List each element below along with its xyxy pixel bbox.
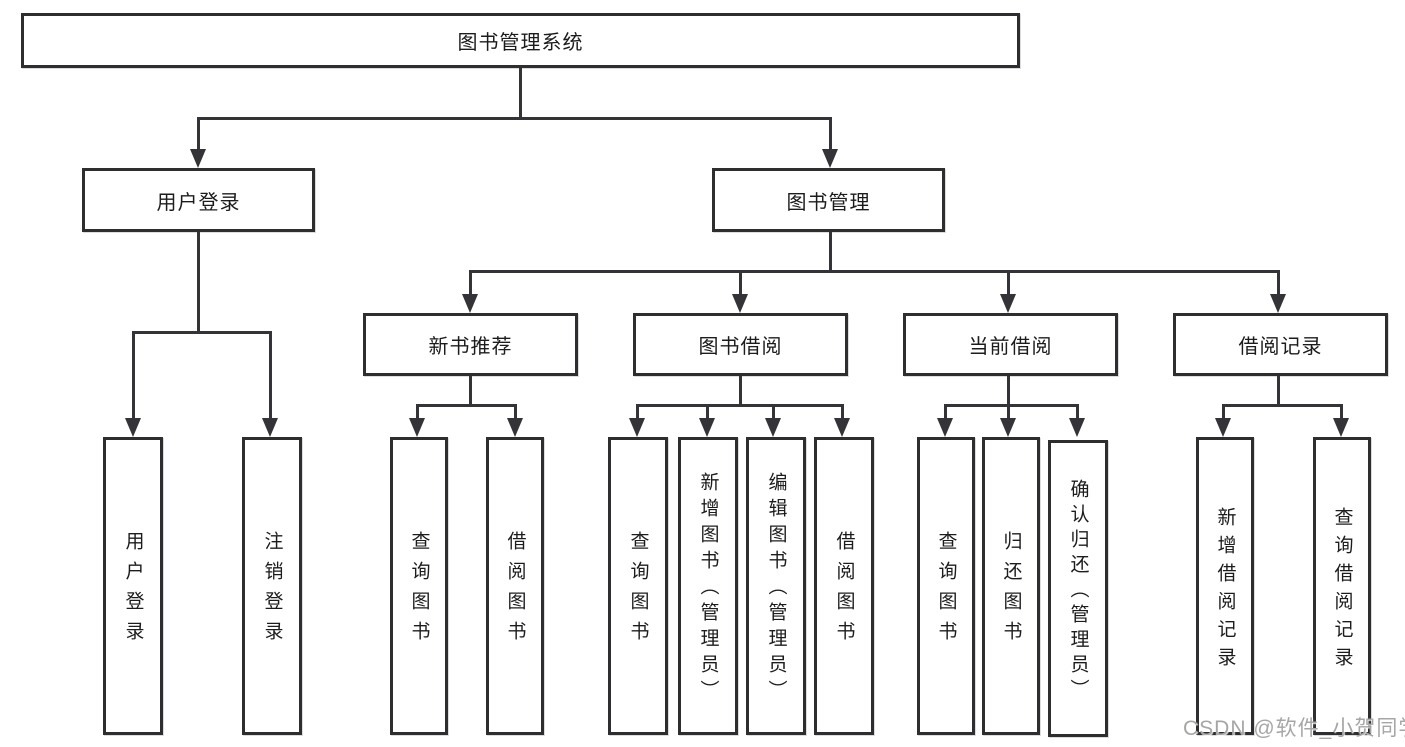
connector-vline [197, 232, 200, 334]
node-library-management-system: 图书管理系统 [21, 13, 1020, 68]
node-current-borrowing: 当前借阅 [903, 313, 1118, 376]
arrow-down-icon [629, 418, 645, 437]
connector-vline [514, 404, 517, 419]
connector-vline [269, 331, 272, 419]
connector-vline [1340, 404, 1343, 419]
leaf-return-book: 归还图书 [982, 437, 1040, 735]
connector-hline [469, 270, 1280, 273]
connector-hline [197, 117, 832, 120]
arrow-down-icon [1000, 418, 1016, 437]
connector-vline [841, 404, 844, 419]
leaf-add-book-admin: 新增图书（管理员） [678, 437, 738, 735]
arrow-down-icon [1069, 418, 1085, 437]
connector-hline [132, 331, 272, 334]
leaf-query-book: 查询图书 [390, 437, 448, 735]
connector-vline [739, 270, 742, 297]
csdn-watermark: CSDN @软件_小贺同学 [1183, 717, 1405, 740]
arrow-down-icon [765, 418, 781, 437]
node-book-management: 图书管理 [712, 168, 945, 232]
connector-vline [1277, 270, 1280, 297]
leaf-query-borrow-record: 查询借阅记录 [1313, 437, 1371, 735]
leaf-user-login: 用户登录 [103, 437, 163, 735]
connector-vline [1007, 404, 1010, 419]
connector-hline [1222, 404, 1343, 407]
connector-vline [772, 404, 775, 419]
arrow-down-icon [409, 418, 425, 437]
leaf-borrow-book: 借阅图书 [814, 437, 874, 735]
connector-vline [416, 404, 419, 419]
node-user-login: 用户登录 [82, 168, 315, 232]
arrow-down-icon [822, 149, 838, 168]
leaf-edit-book-admin: 编辑图书（管理员） [746, 437, 806, 735]
connector-vline [829, 232, 832, 273]
arrow-down-icon [1270, 294, 1286, 313]
connector-vline [1007, 376, 1010, 407]
node-borrowing-records: 借阅记录 [1173, 313, 1388, 376]
connector-vline [636, 404, 639, 419]
arrow-down-icon [1333, 418, 1349, 437]
arrow-down-icon [462, 294, 478, 313]
connector-hline [944, 404, 1079, 407]
connector-vline [706, 404, 709, 419]
leaf-query-book: 查询图书 [608, 437, 668, 735]
node-book-borrowing: 图书借阅 [633, 313, 848, 376]
leaf-confirm-return-admin: 确认归还（管理员） [1048, 440, 1108, 737]
arrow-down-icon [190, 149, 206, 168]
leaf-logout: 注销登录 [242, 437, 302, 735]
leaf-add-borrow-record: 新增借阅记录 [1196, 437, 1254, 735]
arrow-down-icon [125, 418, 141, 437]
connector-vline [944, 404, 947, 419]
arrow-down-icon [937, 418, 953, 437]
arrow-down-icon [507, 418, 523, 437]
connector-vline [1076, 404, 1079, 419]
connector-hline [416, 404, 517, 407]
connector-vline [739, 376, 742, 407]
arrow-down-icon [834, 418, 850, 437]
arrow-down-icon [732, 294, 748, 313]
arrow-down-icon [262, 418, 278, 437]
connector-vline [469, 270, 472, 297]
connector-vline [469, 376, 472, 407]
node-new-book-recommendation: 新书推荐 [363, 313, 578, 376]
connector-vline [1007, 270, 1010, 297]
connector-hline [636, 404, 844, 407]
connector-vline [132, 331, 135, 419]
connector-vline [197, 117, 200, 151]
connector-vline [519, 68, 522, 119]
arrow-down-icon [1215, 418, 1231, 437]
arrow-down-icon [1000, 294, 1016, 313]
connector-vline [829, 117, 832, 151]
arrow-down-icon [699, 418, 715, 437]
leaf-borrow-book: 借阅图书 [486, 437, 544, 735]
connector-vline [1277, 376, 1280, 407]
leaf-query-book: 查询图书 [917, 437, 975, 735]
connector-vline [1222, 404, 1225, 419]
